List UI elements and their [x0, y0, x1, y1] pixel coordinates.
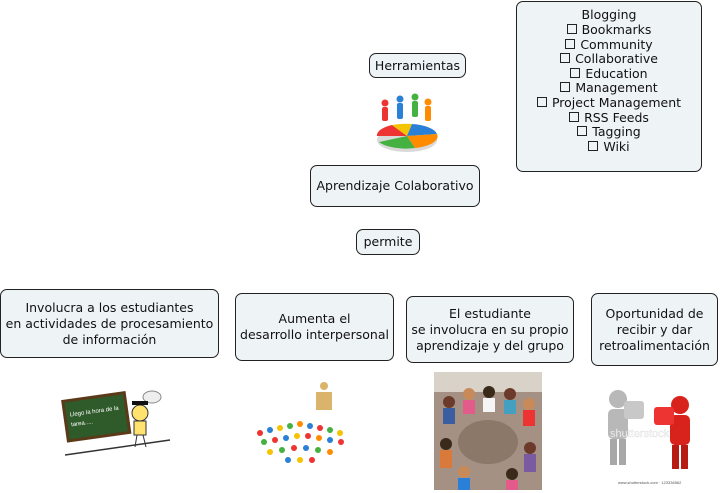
tool-item: Collaborative — [560, 51, 658, 67]
tool-item: Management — [560, 81, 658, 96]
estudiante-label: El estudiante se involucra en su propio … — [411, 305, 569, 353]
checkbox-icon — [566, 24, 577, 34]
checkbox-icon — [560, 53, 571, 64]
permite-label: permite — [363, 234, 413, 249]
central-topic-node[interactable]: Aprendizaje Colaborativo — [310, 165, 480, 207]
involucra-label: Involucra a los estudiantes en actividad… — [5, 299, 214, 347]
herramientas-label: Herramientas — [374, 57, 461, 73]
puzzle-figures-image: shutterstock www.shutterstock.com · 1233… — [588, 377, 712, 489]
tools-items: Bookmarks Community Collaborative Educat… — [536, 22, 681, 155]
permite-node[interactable]: permite — [356, 229, 420, 255]
checkbox-icon — [565, 38, 576, 49]
tool-item: Community — [565, 37, 653, 53]
involucra-node[interactable]: Involucra a los estudiantes en actividad… — [0, 289, 219, 358]
pawns — [257, 382, 344, 463]
tools-list-node[interactable]: Blogging Bookmarks Community Collaborati… — [516, 1, 702, 172]
tools-list-title: Blogging — [581, 7, 637, 22]
oportunidad-node[interactable]: Oportunidad de recibir y dar retroalimen… — [591, 293, 718, 366]
collaboration-pie-image — [376, 93, 438, 152]
pawn-crowd-image — [257, 382, 344, 463]
checkbox-icon — [569, 111, 580, 122]
tool-item: Bookmarks — [566, 22, 651, 38]
checkbox-icon — [560, 82, 571, 93]
tool-item: Wiki — [588, 139, 630, 155]
checkbox-icon — [570, 67, 581, 78]
shutterstock-watermark: shutterstock — [610, 428, 670, 440]
red-figure — [654, 396, 690, 469]
tool-item: Project Management — [536, 95, 681, 111]
tool-item: RSS Feeds — [569, 110, 649, 126]
tool-item: Education — [570, 66, 648, 82]
watermark-url: www.shutterstock.com · 123336562 — [618, 480, 682, 485]
oportunidad-label: Oportunidad de recibir y dar retroalimen… — [599, 305, 710, 353]
estudiante-node[interactable]: El estudiante se involucra en su propio … — [406, 296, 574, 363]
grey-figure — [608, 390, 644, 465]
people-figures — [381, 93, 432, 121]
aumenta-node[interactable]: Aumenta el desarrollo interpersonal — [235, 293, 394, 361]
herramientas-node[interactable]: Herramientas — [369, 53, 466, 78]
checkbox-icon — [536, 96, 547, 107]
chalkboard-text-line2: tarea..... — [71, 419, 94, 428]
tool-item: Tagging — [577, 124, 641, 140]
central-topic-label: Aprendizaje Colaborativo — [316, 178, 474, 193]
aumenta-label: Aumenta el desarrollo interpersonal — [240, 311, 389, 342]
checkbox-icon — [588, 140, 599, 151]
students-group-photo — [434, 372, 542, 490]
checkbox-icon — [577, 126, 588, 137]
chalkboard-student-image: Llego la hora de la tarea..... — [61, 390, 171, 456]
